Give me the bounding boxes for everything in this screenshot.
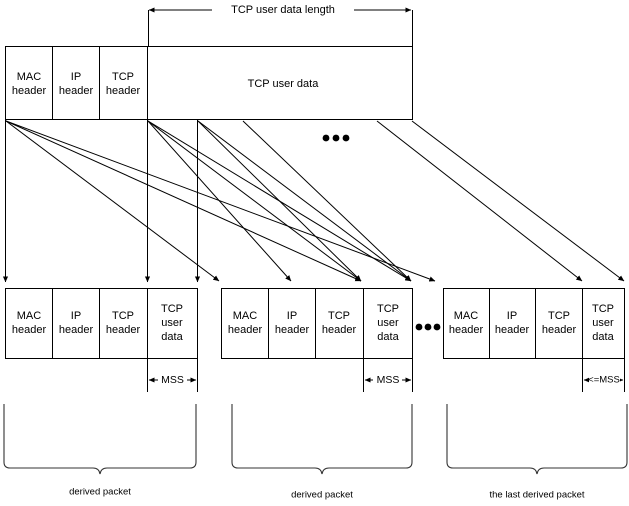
original-field-mac-line2: header [12,85,47,97]
derived-packet-2: MAC header IP header TCP header TCP user… [221,288,413,501]
flow-line-f1 [411,120,625,282]
flow-line-a2 [5,120,362,282]
derived2-data-line1: TCP [377,303,399,315]
derived3-data-line2: user [592,317,614,329]
tcp-user-data-length-label: TCP user data length [231,4,335,16]
flow-ellipsis-dot-3 [342,134,350,142]
flow-line-c1 [197,120,412,282]
flow-line-d1 [242,120,412,282]
original-field-data-label: TCP user data [248,78,320,90]
derived1-field-mac [5,288,53,359]
derived2-field-mac [221,288,269,359]
flow-line-e1 [376,120,583,282]
derived3-mac-line2: header [449,324,484,336]
derived1-field-data [147,288,198,359]
derived3-mac-line1: MAC [454,310,479,322]
original-field-tcp [99,46,148,120]
derived2-mac-line1: MAC [233,310,258,322]
derived1-ip-line1: IP [71,310,81,322]
original-field-ip-line1: IP [71,71,81,83]
derived-packet-last: MAC header IP header TCP header TCP user… [443,288,628,501]
derived1-mac-line2: header [12,324,47,336]
derived1-mss-backdrop [158,372,187,387]
derived3-field-data [582,288,625,359]
derived3-tcp-line2: header [542,324,577,336]
segmentation-flow-lines [2,120,625,283]
derived1-tcp-line1: TCP [112,310,134,322]
derived2-ip-line2: header [275,324,310,336]
derived3-field-ip [489,288,536,359]
derived3-mss-backdrop [589,373,620,387]
derived3-field-mac [443,288,490,359]
derived2-mac-line2: header [228,324,263,336]
derived2-mss-backdrop [373,372,402,387]
packet-ellipsis-dot-1 [415,323,423,331]
flow-ellipsis [322,134,350,142]
derived3-mss-label: <=MSS [588,375,620,386]
derived1-data-line2: user [161,317,183,329]
derived2-tcp-line1: TCP [328,310,350,322]
flow-ellipsis-dot-1 [322,134,330,142]
derived3-ip-line1: IP [507,310,517,322]
derived2-data-line3: data [377,331,399,343]
derived3-caption: the last derived packet [489,490,584,501]
original-field-mac [5,46,53,120]
original-field-tcp-line2: header [106,85,141,97]
derived1-brace [3,404,197,475]
derived2-field-tcp [315,288,364,359]
original-field-data [147,46,413,120]
derived3-data-line1: TCP [592,303,614,315]
derived2-data-line2: user [377,317,399,329]
derived1-data-line1: TCP [161,303,183,315]
packet-ellipsis-dot-3 [433,323,441,331]
derived2-caption: derived packet [291,490,353,501]
flow-line-a3 [5,120,436,282]
packet-ellipsis-dot-2 [424,323,432,331]
derived1-ip-line2: header [59,324,94,336]
derived-packet-1: MAC header IP header TCP header TCP user… [3,288,198,498]
flow-line-c2 [197,120,362,282]
flow-line-a1 [5,120,220,282]
derived1-tcp-line2: header [106,324,141,336]
derived1-mss-label: MSS [161,374,184,386]
derived1-field-tcp [99,288,148,359]
original-field-mac-line1: MAC [17,71,42,83]
original-packet: MAC header IP header TCP header TCP user… [5,46,413,120]
derived1-data-line3: data [161,331,183,343]
original-field-ip [52,46,100,120]
derived3-brace [446,404,628,475]
flow-line-b1 [147,120,292,282]
derived3-tcp-line1: TCP [548,310,570,322]
flow-line-b2 [147,120,362,282]
packet-row-ellipsis [415,323,441,331]
flow-ellipsis-dot-2 [332,134,340,142]
derived1-mac-line1: MAC [17,310,42,322]
derived1-caption: derived packet [69,487,131,498]
original-field-tcp-line1: TCP [112,71,134,83]
derived3-ip-line2: header [495,324,530,336]
derived2-mss-label: MSS [377,374,400,386]
derived2-brace [231,404,413,475]
original-field-ip-line2: header [59,85,94,97]
derived3-data-line3: data [592,331,614,343]
derived2-field-data [363,288,413,359]
derived3-field-tcp [535,288,583,359]
derived2-ip-line1: IP [287,310,297,322]
label-backdrop [212,2,354,18]
tcp-user-data-length-dimension: TCP user data length [148,2,413,46]
derived2-tcp-line2: header [322,324,357,336]
